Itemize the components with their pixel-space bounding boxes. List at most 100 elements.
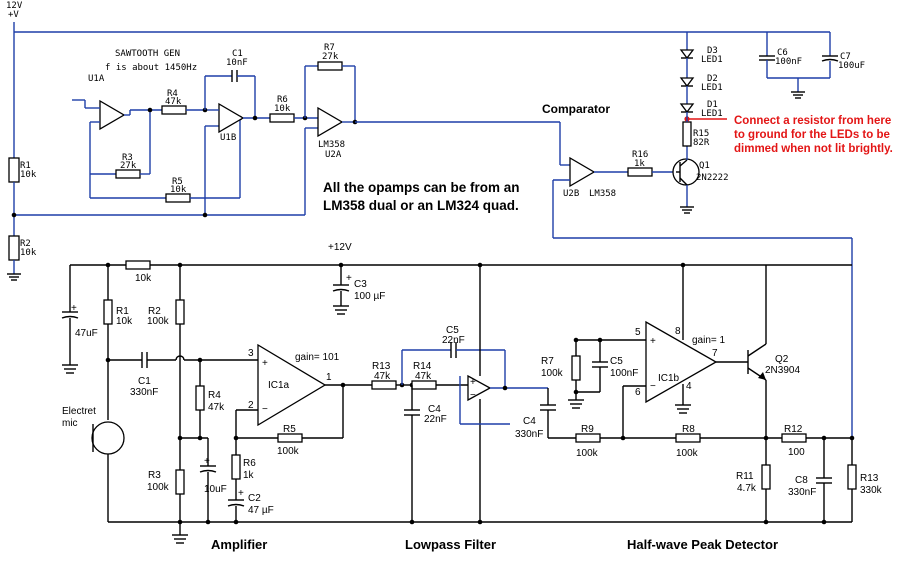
bottom-r2-name: R2 [148,306,161,317]
electret-mic [91,421,125,455]
top-r16-resistor [627,167,653,177]
bottom-r4-value: 47k [208,402,225,413]
bottom-r11-name: R11 [736,471,754,482]
c10uf-plus: + [204,456,210,467]
top-r5-value: 10k [170,185,187,195]
top-circuit: 12V +V R1 10k R2 10k SAWTOOTH GEN f is a… [6,1,893,437]
top-r6-value: 10k [274,104,291,114]
supply-12v-label: 12V [6,1,23,11]
bottom-c3-name: C3 [354,279,367,290]
opamp-note-line1: All the opamps can be from an [323,180,520,195]
ic1a-pin3: 3 [248,348,254,359]
bottom-r7-resistor [571,355,581,381]
bottom-c8-name: C8 [795,475,808,486]
opamp-note-line2: LM358 dual or an LM324 quad. [323,198,519,213]
bottom-r13b-name: R13 [860,473,879,484]
top-r2-value: 10k [20,248,37,258]
bottom-c5a-name: C5 [446,325,459,336]
top-r3-name: R3 [122,153,133,163]
u2a-label: U2A [325,150,342,160]
bottom-supply-label: +12V [328,242,352,253]
top-r5-resistor [165,193,191,203]
comparator-label: Comparator [542,102,610,116]
top-r15-name: R15 [693,129,709,139]
ic1b-gain: gain= 1 [692,335,726,346]
ground-bottom-left [172,534,188,544]
top-r4-value: 47k [165,97,182,107]
section-amplifier: Amplifier [211,537,267,552]
svg-text:+: + [470,377,476,388]
top-r16-value: 1k [634,159,645,169]
c7-plate-b [821,58,839,62]
bottom-c2-value: 47 µF [248,505,274,516]
u1b-label: U1B [220,133,236,143]
d2-name: D2 [707,74,718,84]
bottom-r5-value: 100k [277,446,300,457]
bottom-rtop-value: 10k [135,273,152,284]
bottom-c4-value: 330nF [515,429,543,440]
top-r3-resistor [115,169,141,179]
bottom-c4-name: C4 [523,416,536,427]
bottom-r8-value: 100k [676,448,699,459]
ic1b-pin8: 8 [675,326,681,337]
bottom-c5-name: C5 [610,356,623,367]
d1-value: LED1 [701,109,723,119]
ic1a-plus: + [262,358,268,369]
c6-value: 100nF [775,57,802,67]
led-note-line1: Connect a resistor from here [734,115,891,127]
ic1b-label: IC1b [658,373,680,384]
bottom-r11-value: 4.7k [737,483,757,494]
ic1b-pin4: 4 [686,381,692,392]
bottom-r9-name: R9 [581,424,594,435]
bottom-c4a-value: 22nF [424,414,447,425]
d3-led [679,49,695,60]
u2b-opamp [569,156,596,188]
top-c1-name: C1 [232,49,243,59]
bottom-r13-name: R13 [372,361,391,372]
bottom-r2-resistor [175,299,185,325]
top-r1-resistor [8,157,20,183]
bottom-r3-value: 100k [147,482,170,493]
ic1b-minus: − [650,381,656,392]
bottom-r4-resistor [195,385,205,411]
q2-transistor [747,343,767,381]
top-r5-name: R5 [172,177,183,187]
top-r1-value: 10k [20,170,37,180]
top-r7-name: R7 [324,43,335,53]
bottom-r8-name: R8 [682,424,695,435]
ic1b-plus: + [650,336,656,347]
bottom-r5-resistor [277,433,303,443]
svg-text:−: − [470,390,476,401]
d2-led [679,77,695,88]
bottom-r12-name: R12 [784,424,803,435]
top-c1-value: 10nF [226,58,248,68]
top-r16-name: R16 [632,150,648,160]
ic1b-pin5: 5 [635,327,641,338]
section-peak-detector: Half-wave Peak Detector [627,537,778,552]
d3-value: LED1 [701,55,723,65]
top-r6-name: R6 [277,95,288,105]
supply-v-label: +V [8,10,19,20]
q1-transistor [672,158,700,186]
bottom-rtop-resistor [125,260,151,270]
top-r4-name: R4 [167,89,178,99]
top-r4-resistor [161,105,187,115]
q2-value: 2N3904 [765,365,800,376]
top-r2-resistor [8,235,20,261]
u2a-lm358-label: LM358 [318,140,345,150]
bottom-r1-value: 10k [116,316,133,327]
sawtooth-title: SAWTOOTH GEN [115,49,180,59]
u2b-lm358-label: LM358 [589,189,616,199]
c3-plus: + [346,273,352,284]
top-r1-name: R1 [20,161,31,171]
bottom-c8-value: 330nF [788,487,816,498]
bottom-c4a-name: C4 [428,404,441,415]
bottom-r6-value: 1k [243,470,255,481]
q2-name: Q2 [775,354,789,365]
bottom-r7-name: R7 [541,356,554,367]
bottom-r13b-value: 330k [860,485,883,496]
c47uf-plus: + [71,303,77,314]
bottom-c5a-value: 22nF [442,335,465,346]
lowpass-opamp-block: + − [459,374,510,425]
bottom-r14-resistor [411,380,437,390]
